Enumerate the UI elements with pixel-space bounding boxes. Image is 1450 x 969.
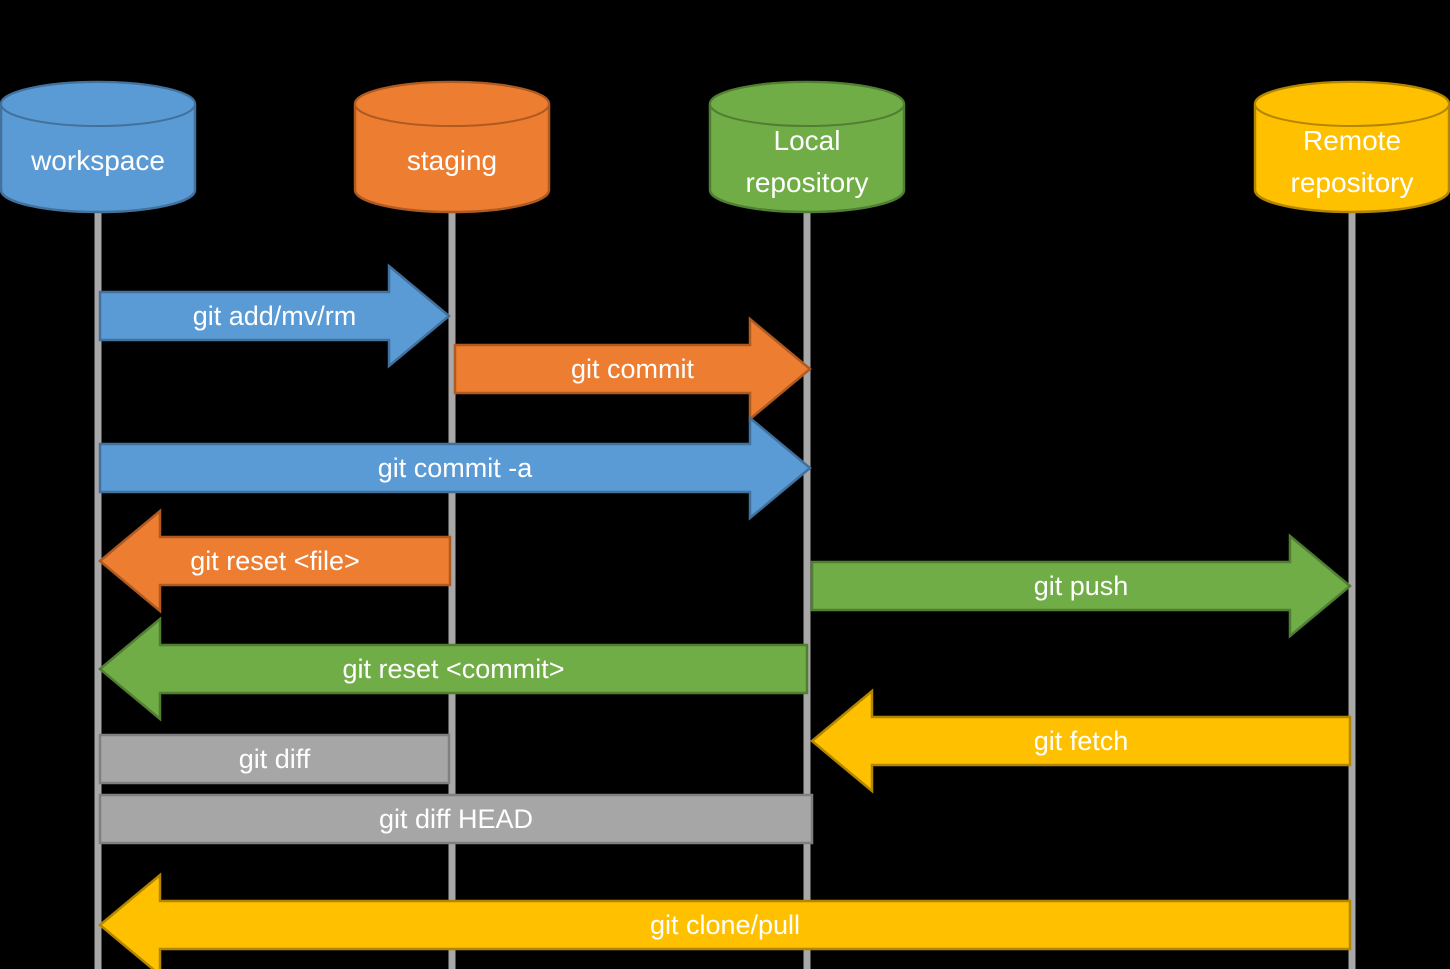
arrow-git-reset-file — [98, 508, 452, 614]
arrow-git-clone-pull-label: git clone/pull — [650, 910, 800, 940]
node-remote-repository-label: Remote — [1303, 125, 1401, 156]
node-remote-repository-label: repository — [1291, 167, 1414, 198]
arrow-git-add-mv-rm-label: git add/mv/rm — [193, 301, 357, 331]
node-local-repository-label: repository — [746, 167, 869, 198]
arrow-git-clone-pull — [98, 872, 1352, 969]
arrow-git-commit-a — [98, 415, 812, 521]
arrow-git-fetch — [810, 688, 1352, 794]
node-workspace-label: workspace — [30, 145, 165, 176]
arrow-git-fetch-label: git fetch — [1034, 726, 1129, 756]
arrow-git-push-label: git push — [1034, 571, 1129, 601]
bar-git-diff-head — [98, 793, 814, 845]
node-staging-label: staging — [407, 145, 497, 176]
bar-git-diff — [98, 733, 451, 785]
arrow-git-diff-head-label: git diff HEAD — [379, 804, 533, 834]
node-staging-cylinder-top — [354, 81, 550, 127]
arrow-git-add-mv-rm — [98, 263, 451, 369]
arrow-git-reset-commit — [98, 616, 809, 722]
node-remote-repository-cylinder-top — [1254, 81, 1450, 127]
arrow-git-diff-label: git diff — [239, 744, 311, 774]
arrow-git-reset-file-label: git reset <file> — [190, 546, 360, 576]
node-local-repository-label: Local — [774, 125, 841, 156]
arrow-git-push — [810, 533, 1352, 639]
arrow-git-commit — [453, 316, 812, 422]
arrow-git-commit-label: git commit — [571, 354, 695, 384]
arrow-git-reset-commit-label: git reset <commit> — [342, 654, 564, 684]
arrow-git-commit-a-label: git commit -a — [378, 453, 534, 483]
node-workspace-cylinder-top — [0, 81, 196, 127]
node-local-repository-cylinder-top — [709, 81, 905, 127]
